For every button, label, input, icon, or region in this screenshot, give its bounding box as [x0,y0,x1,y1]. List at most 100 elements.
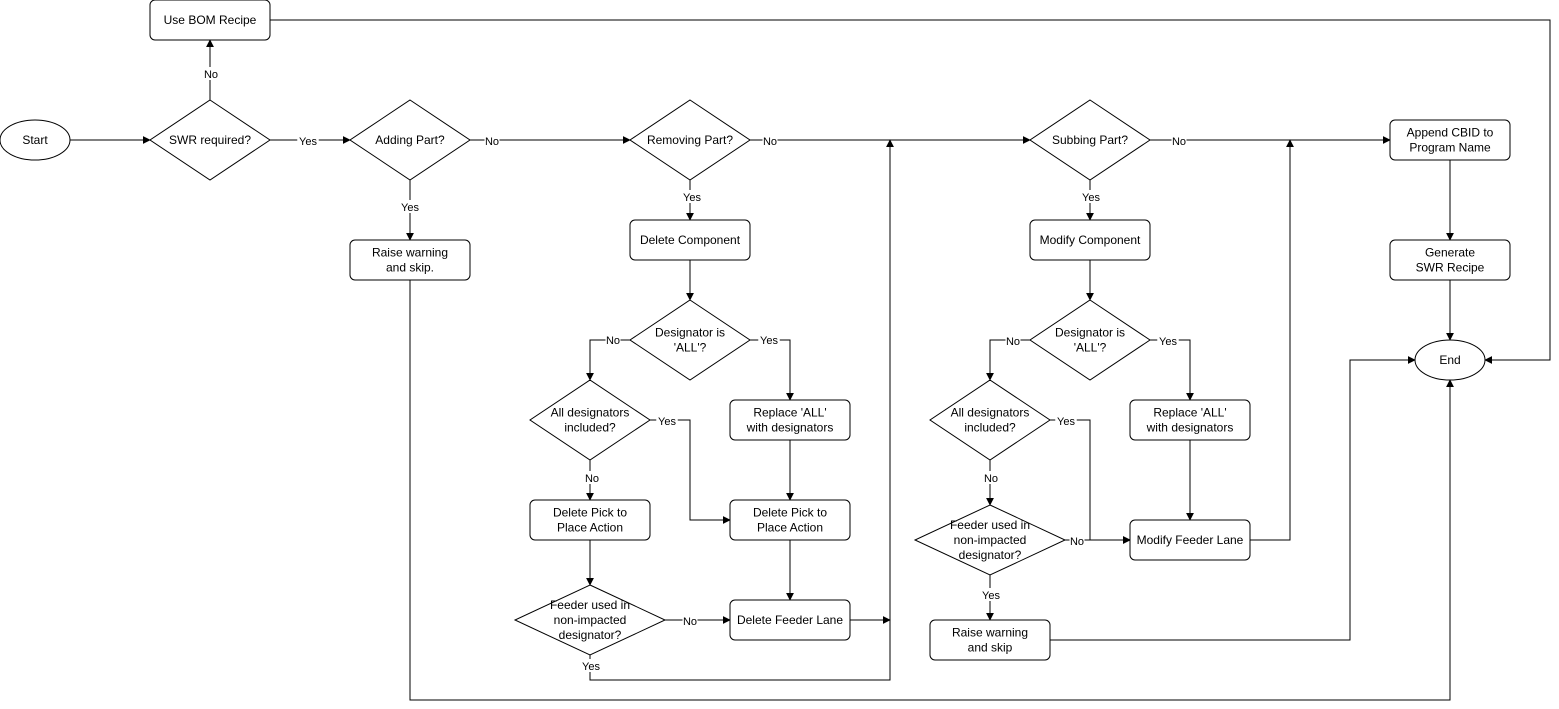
node-label: Delete Component [640,233,741,247]
node-label-line: non-impacted [554,613,627,627]
edge-label-subbing-no: No [1172,136,1186,148]
node-label: Start [22,133,48,147]
edges-layer [70,19,1551,701]
node-shape [929,379,1051,461]
node-label: Designator is'ALL'? [1055,326,1125,355]
edge-label-bg [682,614,698,627]
edge-label-bg [762,134,778,147]
edge-label-rem-incl-yes: Yes [658,416,676,428]
edge-label-rem-feeder-yes: Yes [582,661,600,673]
node-label-line: non-impacted [954,533,1027,547]
node-label-line: Replace 'ALL' [753,406,826,420]
edge-label-adding-no: No [485,136,499,148]
node-label-line: Delete Pick to [753,506,827,520]
node-label-line: Append CBID to [1407,126,1494,140]
node-shape [1029,219,1151,261]
node-delete-feeder-lane: Delete Feeder Lane [729,599,851,641]
node-label: Replace 'ALL'with designators [746,406,834,435]
edge-label-bg [1171,134,1187,147]
node-label-line: Removing Part? [647,133,733,147]
node-label-line: 'ALL'? [1074,341,1107,355]
node-shape [529,499,651,541]
node-label-line: and skip [968,641,1013,655]
node-adding-part: Adding Part? [349,99,471,181]
node-label-line: All designators [551,406,630,420]
edge-label-bg [203,67,219,80]
node-label: Removing Part? [647,133,733,147]
node-label-line: 'ALL'? [674,341,707,355]
edge-label-bg [399,200,421,213]
node-label-line: Raise warning [952,626,1028,640]
edge-label-bg [297,134,319,147]
node-label-line: included? [964,421,1016,435]
node-shape [1029,299,1151,381]
edge-label-swr-yes: Yes [299,136,317,148]
edge-label-rem-des-no: No [606,335,620,347]
edge-label-subbing-yes: Yes [1082,192,1100,204]
edge-label-sub-incl-yes: Yes [1057,416,1075,428]
node-shape [1129,399,1251,441]
edge-label-bg [1080,190,1102,203]
node-shape [629,99,751,181]
node-label: Modify Feeder Lane [1137,533,1244,547]
node-label: Use BOM Recipe [164,13,257,27]
node-label: Delete Feeder Lane [737,613,843,627]
node-use-bom: Use BOM Recipe [149,0,271,41]
edge-raise1-end [409,280,1454,701]
node-label-line: designator? [959,548,1022,562]
node-shape [349,239,471,281]
edge-label-bg [584,471,600,484]
node-shape [629,219,751,261]
node-delete-component: Delete Component [629,219,751,261]
node-label-line: with designators [746,421,834,435]
node-shape [729,399,851,441]
node-shape [629,299,751,381]
node-shape [529,379,651,461]
node-label: Designator is'ALL'? [655,326,725,355]
node-label-line: with designators [1146,421,1234,435]
edge-label-sub-incl-no: No [984,473,998,485]
node-sub-replace-all: Replace 'ALL'with designators [1129,399,1251,441]
node-shape [1129,519,1251,561]
node-label-line: Use BOM Recipe [164,13,257,27]
node-shape [1389,119,1511,161]
edge-label-bg [580,659,602,672]
edge-label-bg [681,190,703,203]
node-label-line: Delete Pick to [553,506,627,520]
node-label: End [1439,353,1460,367]
node-label-line: SWR Recipe [1416,261,1485,275]
node-label-line: End [1439,353,1460,367]
node-label-line: All designators [951,406,1030,420]
node-subbing-part: Subbing Part? [1029,99,1151,181]
node-shape [1389,239,1511,281]
edge-label-bg [1069,534,1085,547]
node-rem-designator-all: Designator is'ALL'? [629,299,751,381]
node-shape [929,619,1051,661]
node-label-line: Modify Component [1040,233,1141,247]
edge-label-bg [1055,414,1077,427]
node-label-line: Generate [1425,246,1475,260]
node-shape [729,499,851,541]
node-end: End [1414,339,1486,381]
edge-label-bg [980,588,1002,601]
node-label-line: Designator is [655,326,725,340]
node-label-line: Subbing Part? [1052,133,1128,147]
edge-label-bg [605,333,621,346]
